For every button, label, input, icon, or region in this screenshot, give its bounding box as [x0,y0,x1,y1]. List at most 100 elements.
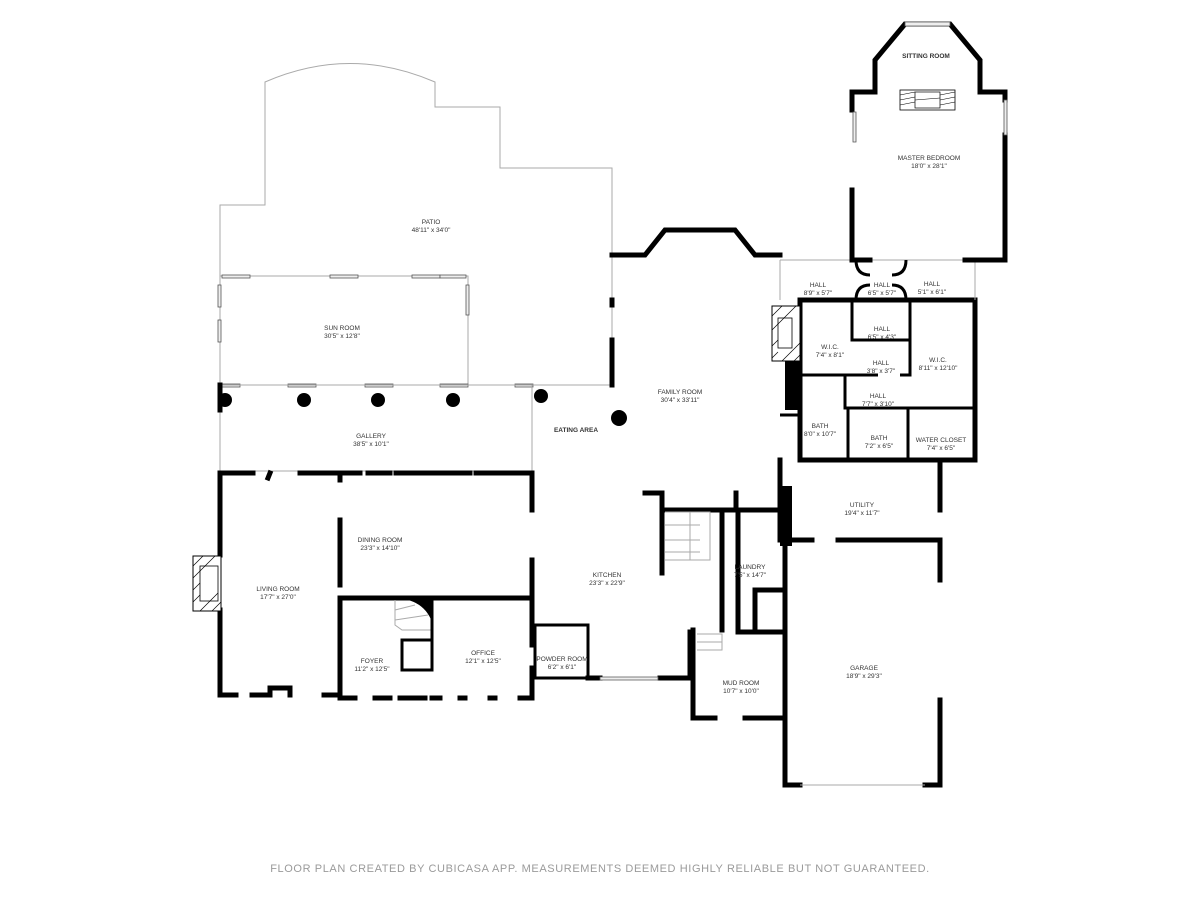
room-name: W.I.C. [821,344,839,351]
room-name: OFFICE [471,650,495,657]
room-name: HALL [923,281,941,288]
stair-curve [392,598,433,625]
mud-room-walls [690,627,788,721]
room-name: BATH [870,435,888,442]
room-dims: 10'7" x 10'0" [723,688,759,695]
room-dims: 7'4" x 8'1" [815,352,845,359]
fireplace-icon [192,555,222,612]
room-name: PATIO [421,219,441,226]
room-dims: 8'0" x 10'7" [803,431,837,438]
room-name: POWDER ROOM [536,656,588,663]
room-eating-area: EATING AREA [554,427,598,435]
room-name: HALL [872,360,890,367]
room-name: UTILITY [849,502,875,509]
foyer-office-walls [337,595,535,701]
disclaimer-footer: FLOOR PLAN CREATED BY CUBICASA APP. MEAS… [270,863,930,875]
room-dims: 7'2" x 6'5" [864,443,894,450]
room-name: HALL [873,282,891,289]
sun-room-windows [217,274,534,388]
room-dims: 11'2" x 12'5" [354,666,390,673]
room-name: KITCHEN [592,572,622,579]
dining-room-walls [337,470,535,601]
room-dims: 8'9" x 5'7" [803,290,833,297]
room-dims: 48'11" x 34'0" [411,227,451,234]
kitchen-stairs [665,511,711,561]
fireplace-icon [771,305,801,362]
room-name: SITTING ROOM [902,53,950,60]
room-dims: 3'8" x 3'7" [866,368,896,375]
room-dims: 30'5" x 12'8" [324,333,360,340]
room-name: WATER CLOSET [915,437,967,444]
garage-walls [782,542,943,788]
room-dims: 7'7" x 3'10" [861,401,895,408]
room-dims: 17'7" x 27'0" [260,594,296,601]
room-dims: 23'3" x 22'9" [589,580,625,587]
patio-outline [219,63,613,385]
living-room-walls [217,470,343,698]
room-name: HALL [873,326,891,333]
room-name: HALL [809,282,827,289]
room-name: SUN ROOM [324,325,360,332]
room-dims: 18'9" x 29'3" [846,673,882,680]
room-name: W.I.C. [929,357,947,364]
room-name: FAMILY ROOM [657,389,703,396]
room-dims: 5'1" x 6'1" [917,289,947,296]
room-name: MASTER BEDROOM [897,155,961,162]
room-name: GARAGE [850,665,878,672]
room-dims: 30'4" x 33'11" [660,397,700,404]
room-name: FOYER [360,658,384,665]
room-dims: 18'0" x 28'1" [911,163,947,170]
room-dims: 6'2" x 6'1" [547,664,577,671]
family-room-walls [609,227,783,258]
room-dims: 23'3" x 14'10" [360,545,400,552]
powder-room-walls [533,623,590,680]
bedroom-windows [852,21,1008,143]
room-name: LIVING ROOM [256,586,300,593]
room-name: DINING ROOM [357,537,403,544]
room-dims: 6'5" x 5'7" [867,290,897,297]
room-sitting-room: SITTING ROOM [902,53,950,61]
room-name: BATH [811,423,829,430]
room-dims: 7'4" x 6'5" [926,445,956,452]
room-dims: 6'5" x 4'3" [867,334,897,341]
room-name: EATING AREA [553,427,599,434]
fireplace-icon [899,89,956,111]
room-dims: 38'5" x 10'1" [353,441,389,448]
utility-walls [777,457,943,543]
room-name: MUD ROOM [722,680,760,687]
room-name: GALLERY [356,433,386,440]
room-dims: 19'4" x 11'7" [844,510,880,517]
kitchen-windows [599,676,659,681]
room-wic: W.I.C.8'11" x 12'10" [919,357,958,373]
laundry-walls [735,512,783,635]
room-wic: W.I.C.7'4" x 8'1" [816,344,844,360]
columns [218,389,627,426]
room-name: LAUNDRY [734,564,766,571]
room-dims: 8'11" x 12'10" [918,365,958,372]
room-dims: 7'5" x 14'7" [733,572,767,579]
